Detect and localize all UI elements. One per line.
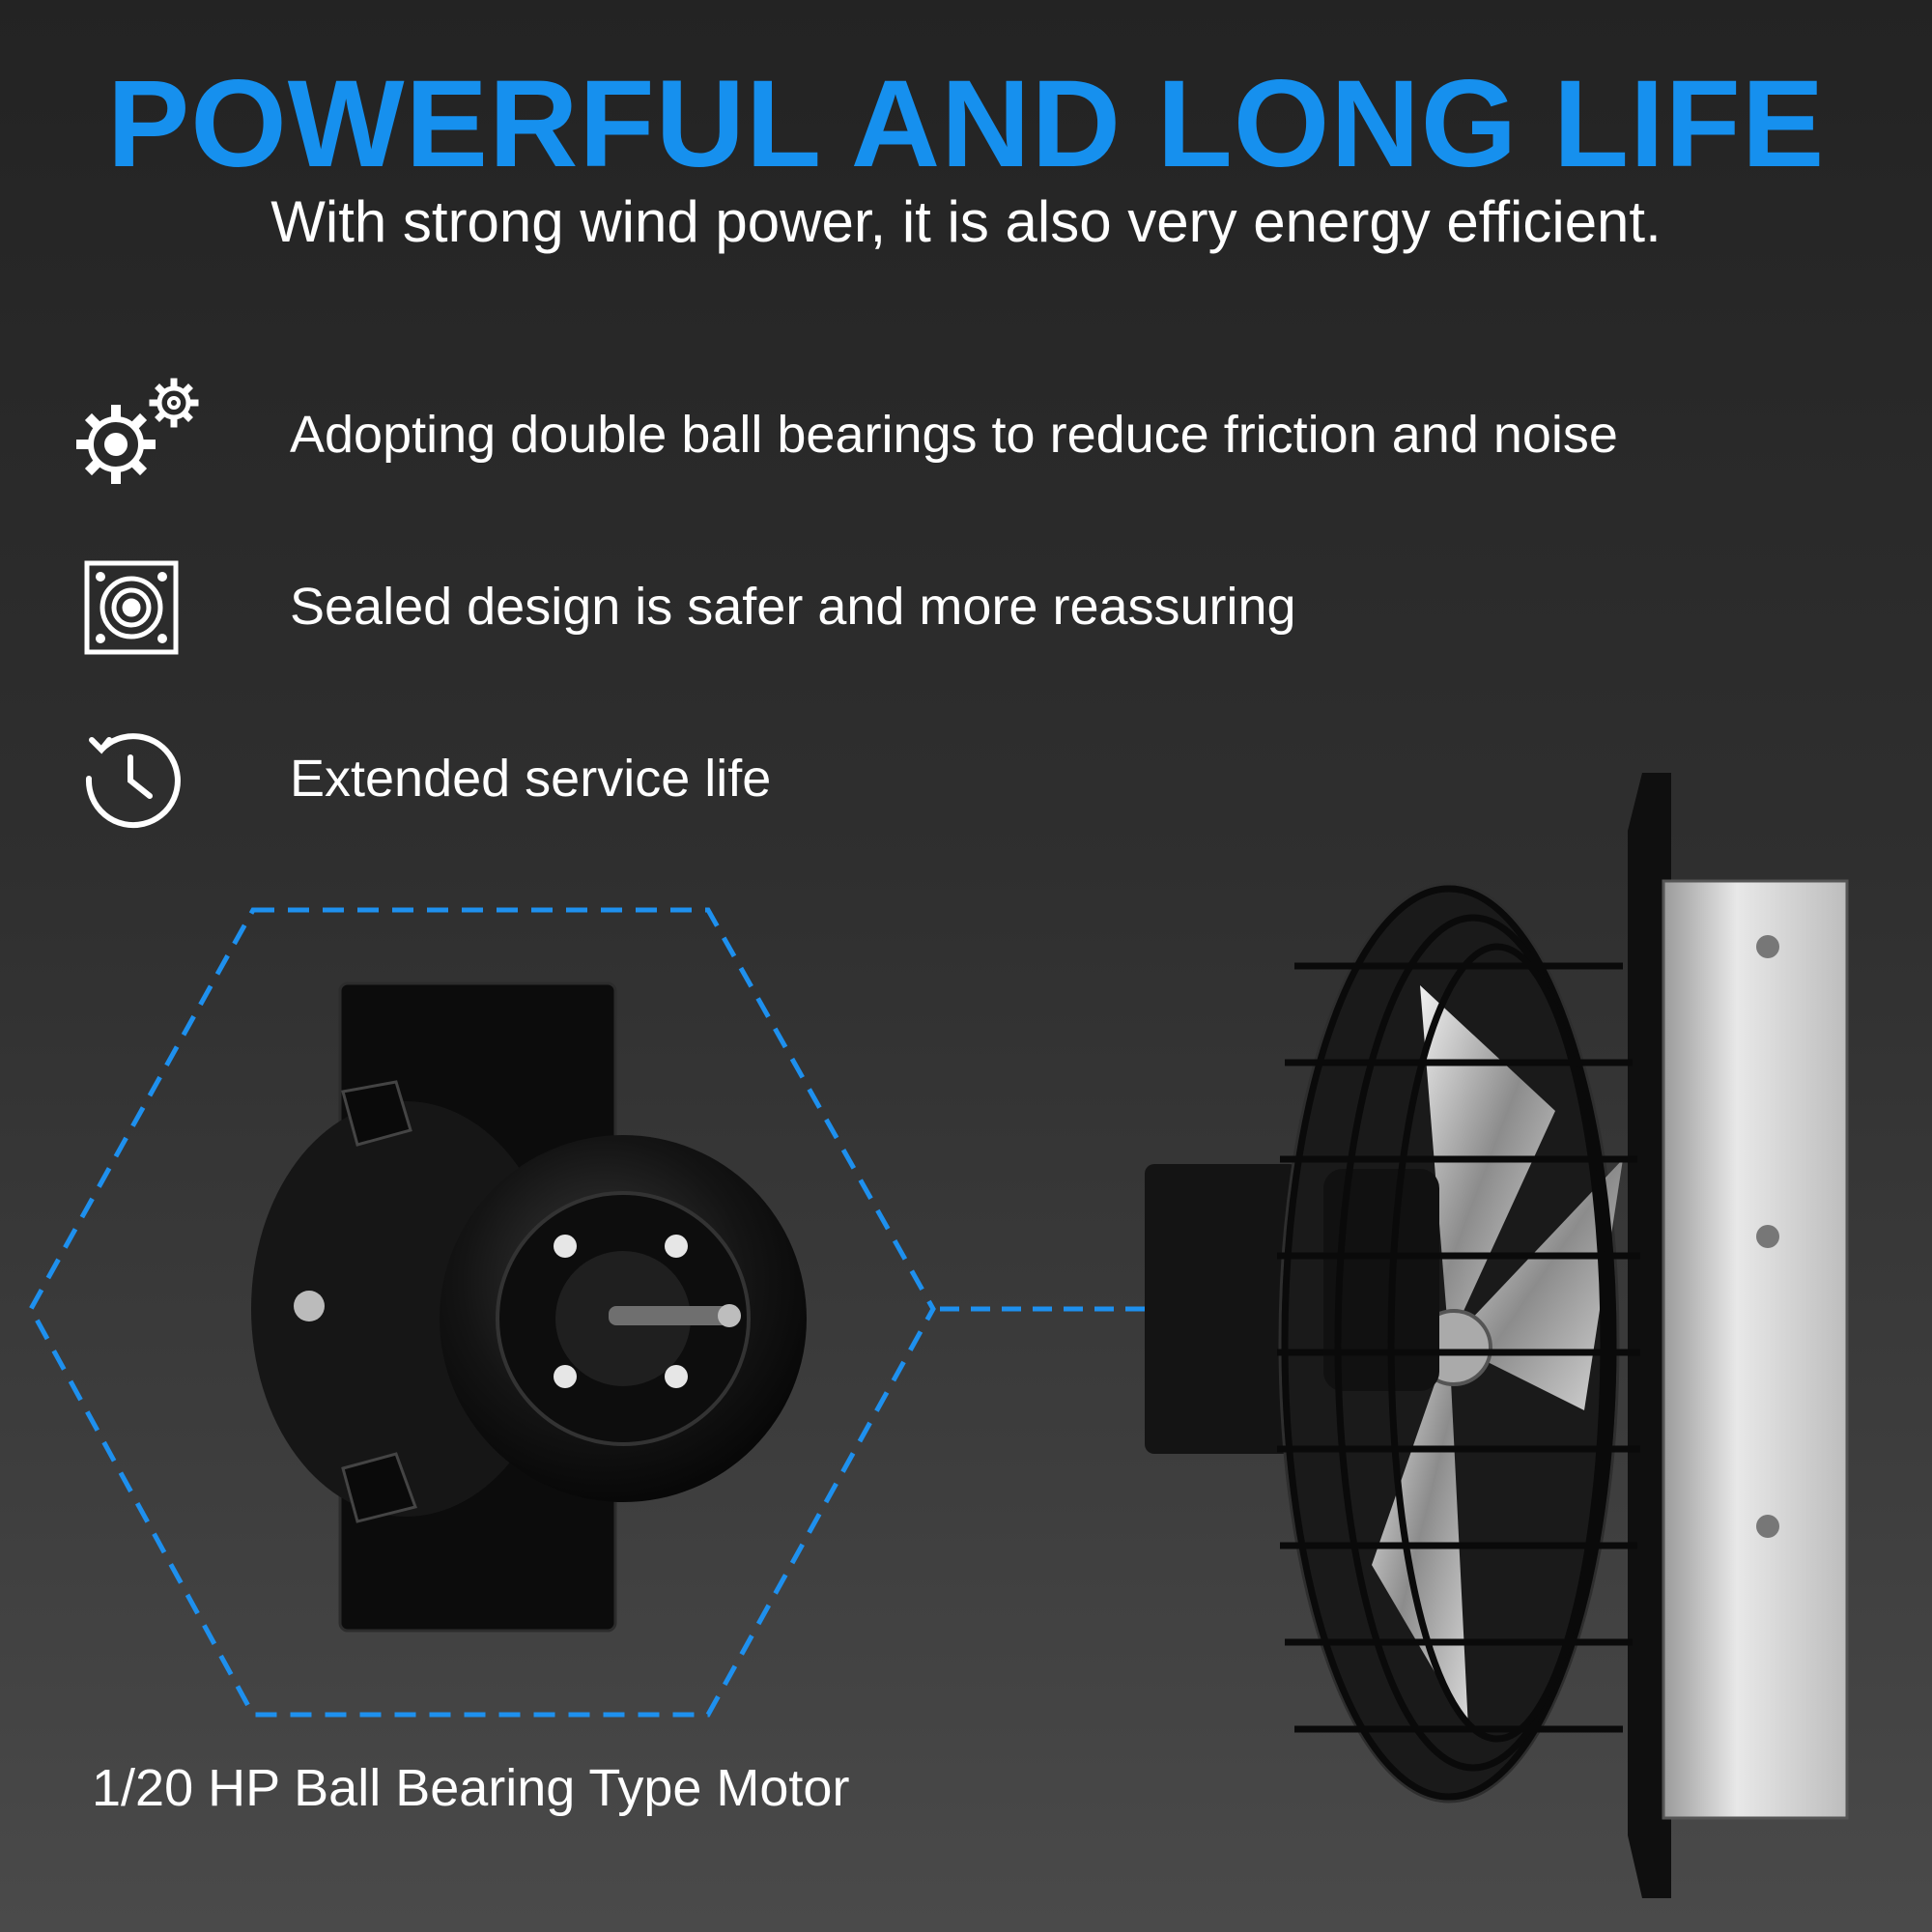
feature-item-service-life: Extended service life <box>72 721 771 837</box>
highlight-hexagon <box>28 907 936 1718</box>
headline: POWERFUL AND LONG LIFE <box>106 55 1826 193</box>
feature-item-bearings: Adopting double ball bearings to reduce … <box>72 377 1618 493</box>
feature-item-sealed: Sealed design is safer and more reassuri… <box>72 549 1296 665</box>
feature-text-service-life: Extended service life <box>290 750 772 808</box>
feature-text-sealed: Sealed design is safer and more reassuri… <box>290 578 1296 636</box>
fan-image <box>1145 773 1849 1898</box>
feature-text-bearings: Adopting double ball bearings to reduce … <box>290 406 1618 464</box>
motor-image <box>251 981 807 1633</box>
subheadline: With strong wind power, it is also very … <box>270 189 1662 254</box>
motor-caption: 1/20 HP Ball Bearing Type Motor <box>92 1759 850 1817</box>
gears-icon <box>72 377 208 493</box>
clock-icon <box>72 721 208 837</box>
sealed-box-icon <box>72 549 208 665</box>
